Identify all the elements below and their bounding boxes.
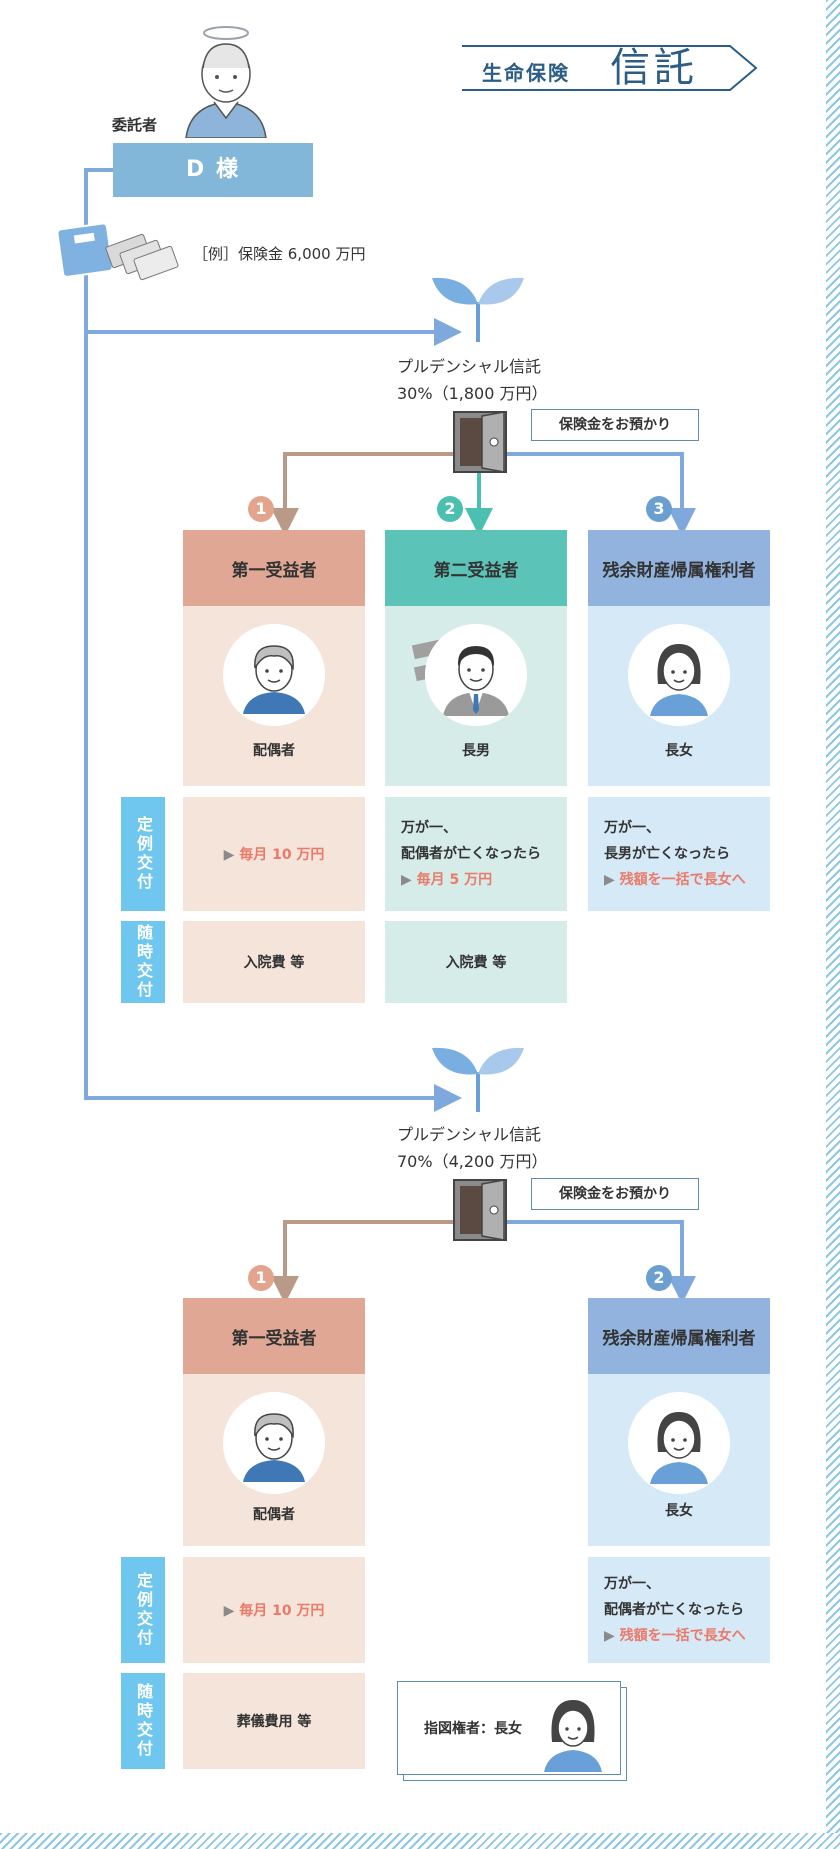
title-banner: 生命保険 信託	[462, 45, 758, 91]
trust1-num-1: 1	[248, 496, 274, 522]
safe-icon-1	[453, 411, 507, 473]
settlor-avatar-icon	[185, 26, 267, 138]
trust1-who-first: 配偶者	[253, 743, 295, 759]
sprout-icon-2	[432, 1047, 524, 1112]
spouse-avatar-icon-2	[223, 1392, 325, 1494]
trust2-num-2: 2	[646, 1265, 672, 1291]
trust2-regular-residual: 万が一、 配偶者が亡くなったら ▶ 残額を一括で長女へ	[588, 1557, 770, 1663]
trust1-regular-residual: 万が一、 長男が亡くなったら ▶ 残額を一括で長女へ	[588, 797, 770, 911]
trust2-who-residual: 長女	[665, 1503, 693, 1519]
trust1-who-residual: 長女	[665, 743, 693, 759]
settlor-role: 委託者	[112, 116, 158, 134]
trust2-regular-first-amount: 毎月 10 万円	[239, 1603, 325, 1619]
trust1-anytime-tag: 随時交付	[121, 921, 165, 1003]
triangle-icon: ▶	[223, 847, 240, 863]
sprout-icon-1	[432, 277, 524, 342]
trust1-regular-first-amount: 毎月 10 万円	[239, 847, 325, 863]
eldest-daughter-avatar-icon	[628, 624, 730, 726]
trust2-name: プルデンシャル信託	[397, 1125, 542, 1144]
eldest-son-avatar-icon	[425, 624, 527, 726]
trust1-head-first: 第一受益者	[183, 530, 365, 606]
trust2-body-residual: 長女	[588, 1374, 770, 1546]
designator-daughter-icon	[544, 1700, 602, 1772]
trust1-bubble: 保険金をお預かり	[531, 409, 699, 441]
trust1-body-first: 配偶者	[183, 606, 365, 786]
trust1-body-second: 長男	[385, 606, 567, 786]
title-frame	[462, 45, 758, 91]
example-amount: ［例］保険金 6,000 万円	[193, 245, 366, 263]
trust1-name: プルデンシャル信託	[397, 357, 542, 376]
title-big: 信託	[610, 45, 698, 91]
trust1-regular-second: 万が一、 配偶者が亡くなったら ▶ 毎月 5 万円	[385, 797, 567, 911]
trust2-anytime-first: 葬儀費用 等	[183, 1673, 365, 1769]
bottom-stripe-border	[0, 1833, 840, 1849]
trust2-num-1: 1	[248, 1265, 274, 1291]
trust1-regular-tag: 定例交付	[121, 797, 165, 911]
trust1-share: 30%（1,800 万円）	[397, 384, 548, 403]
trust2-regular-residual-amount: 残額を一括で長女へ	[619, 1628, 746, 1644]
trust2-regular-tag: 定例交付	[121, 1557, 165, 1663]
trust2-body-first: 配偶者	[183, 1374, 365, 1546]
title-small: 生命保険	[482, 61, 570, 85]
safe-icon-2	[453, 1179, 507, 1241]
trust2-regular-first: ▶ 毎月 10 万円	[183, 1557, 365, 1663]
eldest-daughter-avatar-icon-2	[628, 1392, 730, 1494]
triangle-icon: ▶	[223, 1603, 240, 1619]
trust1-head-residual: 残余財産帰属権利者	[588, 530, 770, 606]
trust1-regular-second-line2: 配偶者が亡くなったら	[401, 846, 541, 862]
trust2-who-first: 配偶者	[253, 1507, 295, 1523]
trust1-anytime-second: 入院費 等	[385, 921, 567, 1003]
trust2-regular-residual-line2: 配偶者が亡くなったら	[604, 1602, 744, 1618]
trust1-regular-residual-line2: 長男が亡くなったら	[604, 846, 730, 862]
triangle-icon: ▶	[604, 1628, 620, 1644]
insurance-money-icon	[56, 222, 179, 281]
right-stripe-border	[826, 0, 840, 1849]
trust1-regular-second-amount: 毎月 5 万円	[416, 872, 493, 888]
settlor-name-box: D 様	[113, 143, 313, 197]
trust1-anytime-first: 入院費 等	[183, 921, 365, 1003]
trust1-regular-residual-amount: 残額を一括で長女へ	[619, 872, 746, 888]
trust1-regular-second-line1: 万が一、	[401, 820, 457, 836]
trust2-head-first: 第一受益者	[183, 1298, 365, 1374]
designator-card: 指図権者：長女	[397, 1681, 621, 1775]
trust1-regular-residual-line1: 万が一、	[604, 820, 660, 836]
triangle-icon: ▶	[604, 872, 620, 888]
spouse-avatar-icon	[223, 624, 325, 726]
trust1-num-2: 2	[437, 496, 463, 522]
trust1-head-second: 第二受益者	[385, 530, 567, 606]
trust2-bubble: 保険金をお預かり	[531, 1178, 699, 1210]
trust1-regular-first: ▶ 毎月 10 万円	[183, 797, 365, 911]
designator-label: 指図権者：長女	[424, 1721, 522, 1737]
trust1-body-residual: 長女	[588, 606, 770, 786]
trust1-num-3: 3	[646, 496, 672, 522]
trust2-regular-residual-line1: 万が一、	[604, 1576, 660, 1592]
trust1-who-second: 長男	[462, 743, 490, 759]
trust2-head-residual: 残余財産帰属権利者	[588, 1298, 770, 1374]
triangle-icon: ▶	[401, 872, 417, 888]
trust2-share: 70%（4,200 万円）	[397, 1152, 548, 1171]
trust2-anytime-tag: 随時交付	[121, 1673, 165, 1769]
